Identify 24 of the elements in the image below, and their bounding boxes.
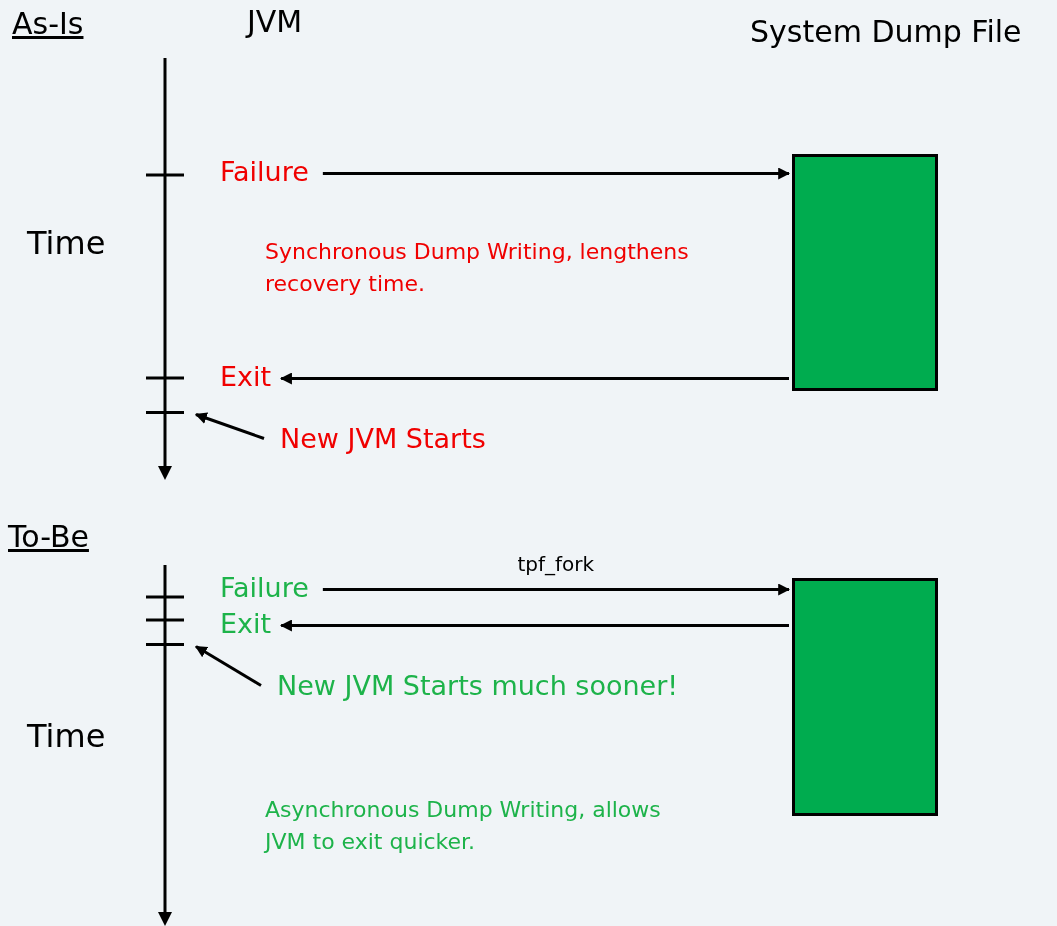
tick-mark [146, 643, 184, 646]
annotation-text: New JVM Starts [280, 423, 486, 454]
dump-file-box [792, 578, 938, 816]
column-heading: JVM [247, 4, 303, 39]
note-text: Asynchronous Dump Writing, allows JVM to exit quicker. [265, 796, 662, 856]
note-text: Synchronous Dump Writing, lengthens recovery time. [265, 238, 690, 298]
section-heading: As-Is [12, 6, 84, 41]
event-label: Failure [220, 156, 309, 187]
section-heading: To-Be [8, 519, 89, 554]
event-label: Failure [220, 572, 309, 603]
arrow [322, 167, 791, 180]
arrow [194, 412, 265, 440]
annotation-text: New JVM Starts much sooner! [277, 670, 679, 701]
dump-file-box [792, 154, 938, 391]
arrow [279, 619, 789, 632]
axis-label: Time [27, 224, 106, 262]
arrow [279, 372, 789, 385]
tick-mark [146, 411, 184, 414]
arrow [322, 583, 791, 596]
arrow [194, 645, 262, 687]
event-label: Exit [220, 608, 272, 639]
axis-label: Time [27, 717, 106, 755]
column-heading: System Dump File [750, 14, 1022, 49]
event-label: Exit [220, 361, 272, 392]
